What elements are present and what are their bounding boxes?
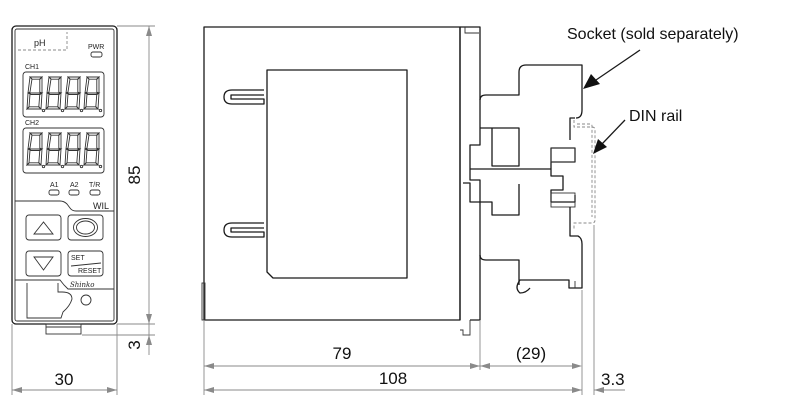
digit-segment — [27, 132, 33, 150]
digit-segment — [27, 148, 44, 151]
callouts: Socket (sold separately) DIN rail — [567, 26, 739, 154]
channel2-display — [22, 127, 105, 174]
digit-segment — [96, 131, 100, 150]
channel1-display — [22, 71, 105, 118]
power-led-label: PWR — [88, 44, 104, 51]
indicator-a2-label: A2 — [70, 182, 79, 189]
seven-segment-digit — [44, 75, 65, 113]
seven-segment-digit — [63, 131, 84, 169]
digit-segment — [58, 131, 62, 150]
seven-segment-digit — [44, 131, 65, 169]
decimal-point — [41, 164, 46, 169]
digit-segment — [46, 132, 52, 150]
digit-segment — [39, 75, 43, 94]
decimal-point — [79, 108, 84, 113]
digit-segment — [65, 76, 71, 94]
side-view — [201, 26, 596, 336]
bottom-tab — [45, 323, 82, 335]
indicator-tr-led — [89, 189, 101, 196]
socket-callout-arrow-icon — [583, 74, 600, 89]
body-outline — [203, 26, 461, 321]
unit-label-box — [18, 32, 68, 51]
up-arrow-icon — [33, 221, 54, 235]
indicator-a1-label: A1 — [50, 182, 59, 189]
indicator-a2-led — [68, 189, 80, 196]
series-label: WIL — [93, 201, 109, 211]
digit-segment — [77, 131, 81, 150]
dimension-terminal-height: 3 — [125, 340, 144, 349]
digit-segment — [58, 75, 62, 94]
socket-callout-label: Socket (sold separately) — [567, 26, 739, 43]
label-window — [266, 69, 408, 279]
dimension-socket-depth: (29) — [516, 344, 546, 363]
din-rail-callout-label: DIN rail — [629, 108, 682, 125]
unit-label: pH — [34, 38, 46, 48]
channel1-label: CH1 — [25, 64, 39, 71]
digit-segment — [39, 131, 43, 150]
channel2-label: CH2 — [25, 120, 39, 127]
digit-segment — [84, 76, 90, 94]
digit-segment — [65, 92, 82, 95]
socket-upper — [479, 64, 583, 119]
decimal-point — [60, 108, 65, 113]
seven-segment-digit — [25, 131, 46, 169]
decimal-point — [98, 108, 103, 113]
decimal-point — [98, 164, 103, 169]
down-key[interactable] — [25, 250, 62, 277]
digit-segment — [84, 92, 101, 95]
dimension-rail-offset: 3.3 — [601, 370, 625, 389]
digit-segment — [27, 92, 44, 95]
keypad-divider — [15, 200, 114, 212]
indicator-a1-led — [48, 189, 60, 196]
din-rail-callout-arrow-icon — [593, 139, 607, 154]
reset-key-label: RESET — [78, 268, 102, 275]
set-key-label: SET — [71, 255, 85, 262]
down-arrow-icon — [33, 256, 54, 271]
set-reset-key[interactable]: SET RESET — [67, 250, 104, 277]
seven-segment-digit — [63, 75, 84, 113]
terminal-cover — [26, 283, 73, 319]
dimension-front-height: 85 — [125, 166, 144, 185]
indicator-tr-label: T/R — [89, 182, 100, 189]
mode-key-ring-icon — [73, 218, 98, 237]
digit-segment — [46, 148, 63, 151]
dimension-front-width: 30 — [55, 370, 74, 389]
socket-lower — [516, 207, 583, 294]
digit-segment — [84, 148, 101, 151]
din-rail — [573, 120, 596, 230]
channel1-digits — [25, 75, 103, 113]
mode-key[interactable] — [67, 214, 104, 241]
front-panel-inner — [14, 28, 115, 322]
side-dimensions: 79 (29) 108 3.3 — [203, 225, 625, 395]
decimal-point — [79, 164, 84, 169]
dimension-total-depth: 108 — [379, 369, 407, 388]
decimal-point — [60, 164, 65, 169]
flange — [460, 26, 481, 321]
dimension-body-depth: 79 — [333, 344, 352, 363]
socket-terminal — [470, 147, 576, 203]
digit-segment — [65, 132, 71, 150]
digit-segment — [27, 76, 33, 94]
seven-segment-digit — [82, 131, 103, 169]
digit-segment — [96, 75, 100, 94]
digit-segment — [77, 75, 81, 94]
digit-segment — [65, 148, 82, 151]
front-view: pH PWR CH1 CH2 A1 A2 T/R WIL — [11, 25, 118, 335]
clip-bottom — [223, 222, 265, 238]
front-dimensions: 85 3 30 — [11, 25, 155, 395]
digit-segment — [84, 132, 90, 150]
channel2-digits — [25, 131, 103, 169]
up-key[interactable] — [25, 214, 62, 241]
cover-screw — [80, 294, 92, 306]
power-led — [90, 51, 103, 58]
bottom-latch — [460, 320, 471, 336]
digit-segment — [46, 92, 63, 95]
brand-logo: Shinko — [70, 281, 95, 289]
digit-segment — [46, 76, 52, 94]
clip-top — [223, 89, 265, 105]
seven-segment-digit — [25, 75, 46, 113]
decimal-point — [41, 108, 46, 113]
seven-segment-digit — [82, 75, 103, 113]
